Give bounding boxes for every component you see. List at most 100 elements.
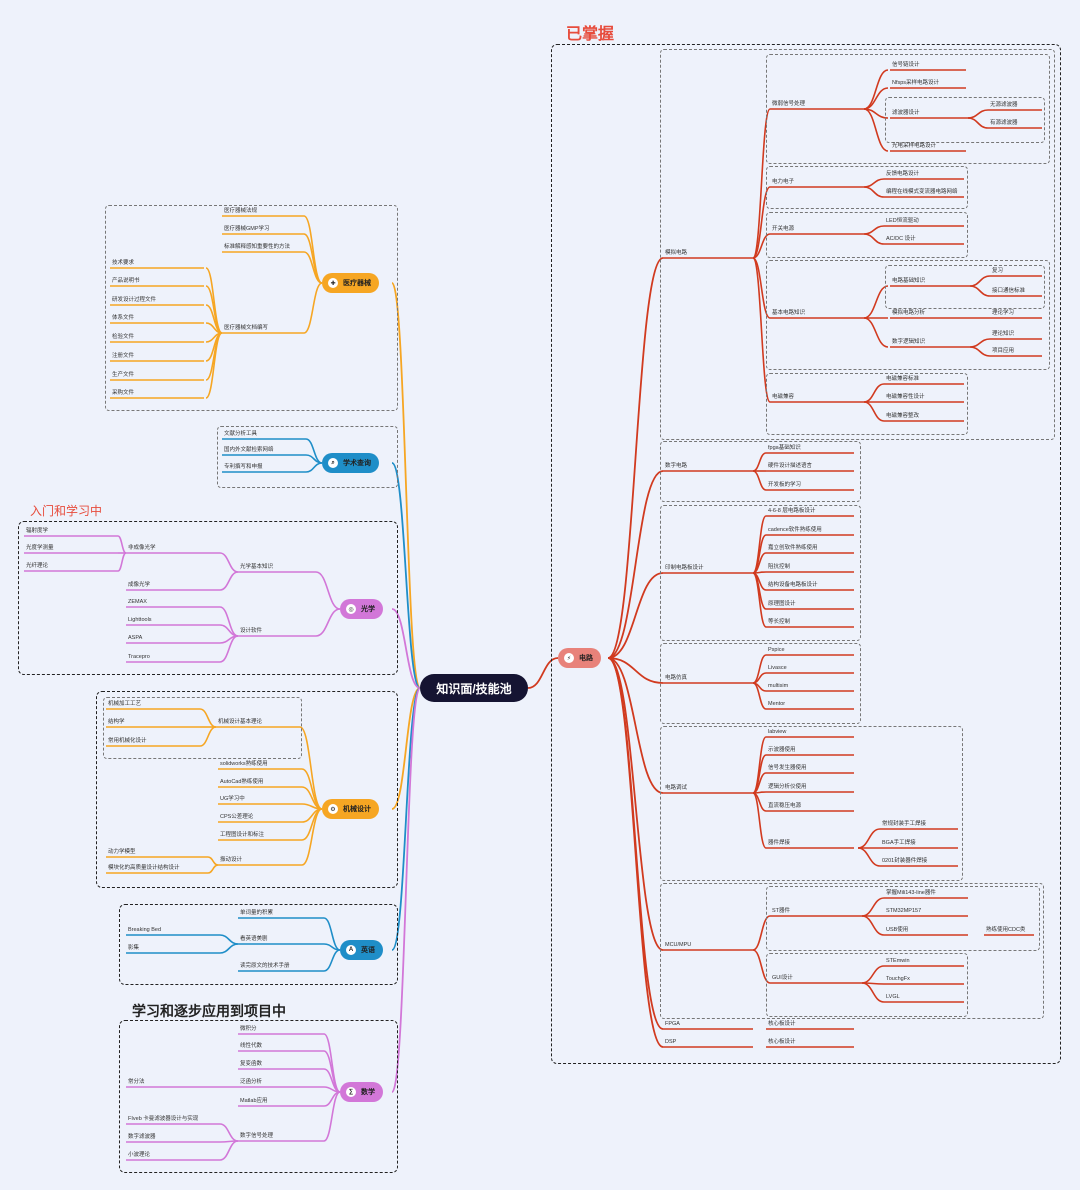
node-label[interactable]: USB使用 — [886, 927, 909, 933]
node-label[interactable]: 电路基础知识 — [892, 278, 926, 284]
node-label[interactable]: 工程图设计和标注 — [220, 832, 265, 838]
node-label[interactable]: 器件焊接 — [768, 840, 791, 846]
node-label[interactable]: STM32MP157 — [886, 908, 922, 914]
node-label[interactable]: 光学基本知识 — [240, 564, 274, 570]
node-label[interactable]: 嘉立创软件熟练使用 — [768, 545, 818, 551]
node-label[interactable]: 核心板设计 — [768, 1039, 796, 1045]
node-label[interactable]: 专利撰写和申报 — [224, 464, 263, 470]
node-label[interactable]: 泛函分析 — [240, 1079, 263, 1085]
node-label[interactable]: 结构设备电路板设计 — [768, 582, 818, 588]
center-node[interactable]: 知识面/技能池 — [420, 674, 528, 702]
node-label[interactable]: 阻抗控制 — [768, 564, 791, 570]
circuit-group-label[interactable]: 印制电路板设计 — [665, 565, 704, 571]
node-label[interactable]: 电磁兼容性设计 — [886, 394, 925, 400]
circuit-group-label[interactable]: 模拟电路 — [665, 250, 688, 256]
node-label[interactable]: BGA手工焊接 — [882, 840, 916, 846]
node-label[interactable]: Pspice — [768, 647, 785, 653]
branch-medical[interactable]: ✚医疗器械 — [322, 273, 379, 293]
node-label[interactable]: 核心板设计 — [768, 1021, 796, 1027]
node-label[interactable]: 光纤理论 — [26, 563, 49, 569]
node-label[interactable]: 逻辑分析仪使用 — [768, 784, 807, 790]
node-label[interactable]: 文献分析工具 — [224, 431, 258, 437]
node-label[interactable]: 非成像光学 — [128, 545, 156, 551]
node-label[interactable]: AutoCad熟练使用 — [220, 779, 264, 785]
circuit-group-label[interactable]: FPGA — [665, 1021, 680, 1027]
circuit-subgroup-label[interactable]: 电力电子 — [772, 179, 795, 185]
branch-mechanical[interactable]: ⚙机械设计 — [322, 799, 379, 819]
circuit-group-label[interactable]: 电路调试 — [665, 785, 688, 791]
node-label[interactable]: 动力学模型 — [108, 849, 136, 855]
node-label[interactable]: LED恒流驱动 — [886, 218, 919, 224]
node-label[interactable]: 看英语美剧 — [240, 936, 268, 942]
node-label[interactable]: 成像光学 — [128, 582, 151, 588]
node-label[interactable]: 4-6-8 层电路板设计 — [768, 508, 816, 514]
node-label[interactable]: ZEMAX — [128, 599, 147, 605]
node-label[interactable]: 项目应用 — [992, 348, 1015, 354]
node-label[interactable]: Lighttools — [128, 617, 152, 623]
node-label[interactable]: 小波理论 — [128, 1152, 151, 1158]
node-label[interactable]: Nfsps采样电路设计 — [892, 80, 940, 86]
branch-academic[interactable]: ⌕学术查询 — [322, 453, 379, 473]
node-label[interactable]: 光电采样电路设计 — [892, 143, 937, 149]
node-label[interactable]: 反馈电路设计 — [886, 171, 920, 177]
circuit-subgroup-label[interactable]: ST器件 — [772, 908, 791, 914]
node-label[interactable]: 结构学 — [108, 719, 125, 725]
node-label[interactable]: 掌握Mili143-line器件 — [886, 890, 936, 896]
node-label[interactable]: 数字信号处理 — [240, 1133, 274, 1139]
node-label[interactable]: 电磁兼容标准 — [886, 376, 920, 382]
node-label[interactable]: 医疗器械GMP学习 — [224, 226, 270, 232]
circuit-subgroup-label[interactable]: 微弱信号处理 — [772, 101, 806, 107]
node-label[interactable]: 微积分 — [240, 1026, 257, 1032]
node-label[interactable]: CPS公差理论 — [220, 814, 254, 820]
branch-circuit[interactable]: ⚡电路 — [558, 648, 601, 668]
node-label[interactable]: 复变函数 — [240, 1061, 263, 1067]
node-label[interactable]: Matlab应用 — [240, 1098, 268, 1104]
circuit-subgroup-label[interactable]: 基本电路知识 — [772, 310, 806, 316]
node-label[interactable]: 模块化的高质量设计结构设计 — [108, 865, 180, 871]
node-label[interactable]: Tracepro — [128, 654, 150, 660]
node-label[interactable]: 单词量的积累 — [240, 910, 274, 916]
circuit-group-label[interactable]: 电路仿真 — [665, 675, 688, 681]
node-label[interactable]: 光度学测量 — [26, 545, 54, 551]
node-label[interactable]: 原理图设计 — [768, 601, 796, 607]
node-label[interactable]: FIveb 卡曼滤波器设计与实现 — [128, 1116, 199, 1122]
node-label[interactable]: 注册文件 — [112, 353, 135, 359]
node-label[interactable]: Mentor — [768, 701, 786, 707]
branch-optics[interactable]: ◎光学 — [340, 599, 383, 619]
node-label[interactable]: 设计软件 — [240, 628, 263, 634]
node-label[interactable]: 产品说明书 — [112, 278, 140, 284]
node-label[interactable]: 信号链设计 — [892, 62, 920, 68]
node-label[interactable]: 理论学习 — [992, 310, 1015, 316]
node-label[interactable]: 常规封装手工焊接 — [882, 821, 927, 827]
circuit-subgroup-label[interactable]: GUI设计 — [772, 975, 793, 981]
node-label[interactable]: multisim — [768, 683, 789, 689]
node-label[interactable]: LVGL — [886, 994, 900, 1000]
node-label[interactable]: STEmwin — [886, 958, 910, 964]
node-label[interactable]: Livasce — [768, 665, 787, 671]
circuit-group-label[interactable]: 数字电路 — [665, 463, 688, 469]
node-label[interactable]: 滤波器设计 — [892, 110, 920, 116]
node-label[interactable]: 理论知识 — [992, 331, 1015, 337]
node-label[interactable]: fpga基础知识 — [768, 445, 801, 451]
node-label[interactable]: 数字逻辑知识 — [892, 339, 926, 345]
node-label[interactable]: 医疗器械法规 — [224, 208, 258, 214]
node-label[interactable]: 检验文件 — [112, 334, 135, 340]
node-label[interactable]: 熟练使用CDC类 — [986, 927, 1026, 933]
node-label[interactable]: 线性代数 — [240, 1043, 263, 1049]
node-label[interactable]: 电磁兼容整改 — [886, 413, 920, 419]
node-label[interactable]: Breaking Bed — [128, 927, 162, 933]
branch-math[interactable]: ∑数学 — [340, 1082, 383, 1102]
node-label[interactable]: ASPA — [128, 635, 143, 641]
node-label[interactable]: solidworks熟练使用 — [220, 761, 268, 767]
node-label[interactable]: TouchgFx — [886, 976, 910, 982]
node-label[interactable]: 体系文件 — [112, 315, 135, 321]
node-label[interactable]: 读完原文的技术手册 — [240, 963, 290, 969]
node-label[interactable]: 无源滤波器 — [990, 102, 1018, 108]
node-label[interactable]: 研发设计过程文件 — [112, 297, 157, 303]
node-label[interactable]: UG学习中 — [220, 796, 245, 802]
node-label[interactable]: 采购文件 — [112, 390, 135, 396]
node-label[interactable]: 硬件设计描述语言 — [768, 463, 813, 469]
circuit-group-label[interactable]: MCU/MPU — [665, 942, 692, 948]
node-label[interactable]: 等长控制 — [768, 619, 791, 625]
node-label[interactable]: cadence软件熟练使用 — [768, 527, 822, 533]
